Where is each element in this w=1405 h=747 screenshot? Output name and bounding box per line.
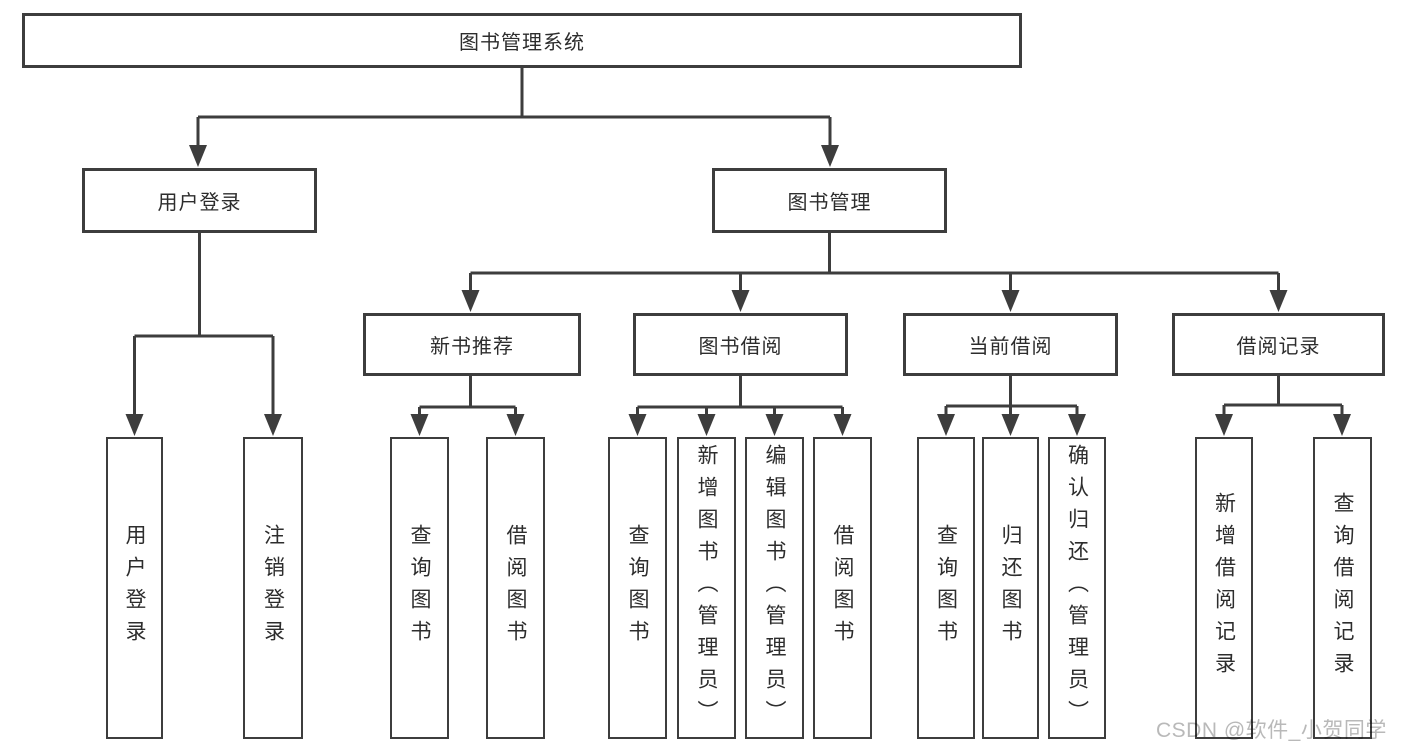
leaf-query-books: 查询图书 (390, 437, 449, 739)
csdn-watermark: CSDN @软件_小贺同学 (1156, 719, 1387, 742)
leaf-return-books: 归还图书 (982, 437, 1039, 739)
node-current-borrowing: 当前借阅 (903, 313, 1118, 376)
leaf-label: 查询图书 (934, 524, 958, 652)
node-book-borrowing: 图书借阅 (633, 313, 848, 376)
leaf-label: 注销登录 (261, 524, 285, 652)
leaf-label: 查询图书 (626, 524, 649, 652)
node-user-login: 用户登录 (82, 168, 317, 233)
leaf-add-book-admin: 新增图书（管理员） (677, 437, 736, 739)
leaf-logout: 注销登录 (243, 437, 303, 739)
leaf-borrow-books: 借阅图书 (486, 437, 545, 739)
node-book-management: 图书管理 (712, 168, 947, 233)
node-library-system-root: 图书管理系统 (22, 13, 1022, 68)
leaf-user-login: 用户登录 (106, 437, 163, 739)
leaf-label: 查询借阅记录 (1331, 492, 1354, 684)
leaf-label: 用户登录 (123, 524, 146, 652)
leaf-add-borrow-record: 新增借阅记录 (1195, 437, 1253, 739)
leaf-edit-book-admin: 编辑图书（管理员） (745, 437, 804, 739)
leaf-label: 新增借阅记录 (1212, 492, 1236, 684)
leaf-query-borrow-record: 查询借阅记录 (1313, 437, 1372, 739)
leaf-borrow-books: 借阅图书 (813, 437, 872, 739)
node-borrowing-records: 借阅记录 (1172, 313, 1385, 376)
leaf-label: 借阅图书 (831, 524, 854, 652)
node-new-book-recommendation: 新书推荐 (363, 313, 581, 376)
leaf-label: 查询图书 (408, 524, 431, 652)
leaf-label: 新增图书（管理员） (695, 444, 718, 732)
leaf-label: 确认归还（管理员） (1065, 444, 1089, 732)
leaf-query-books: 查询图书 (608, 437, 667, 739)
leaf-confirm-return-admin: 确认归还（管理员） (1048, 437, 1106, 739)
leaf-label: 编辑图书（管理员） (763, 444, 786, 732)
leaf-query-books: 查询图书 (917, 437, 975, 739)
leaf-label: 归还图书 (999, 524, 1022, 652)
leaf-label: 借阅图书 (504, 524, 527, 652)
